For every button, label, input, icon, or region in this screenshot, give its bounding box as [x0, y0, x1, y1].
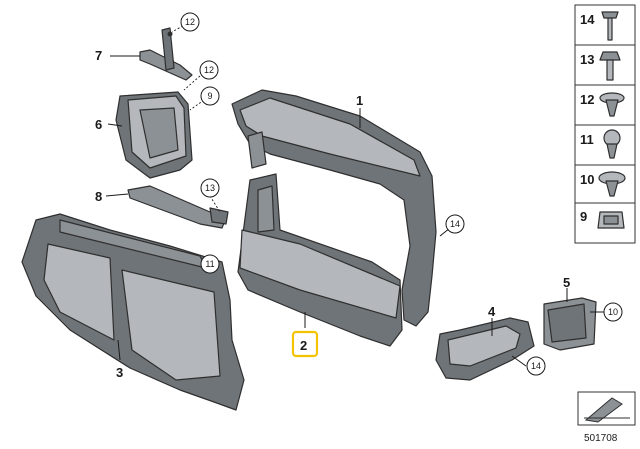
- svg-text:12: 12: [185, 17, 195, 27]
- callout-1: 1: [356, 93, 363, 108]
- circled-callout-11: 11: [200, 254, 220, 274]
- svg-text:11: 11: [580, 132, 594, 147]
- callout-2-highlight: [291, 330, 319, 358]
- svg-text:12: 12: [580, 92, 594, 107]
- bolt-icon: [601, 11, 619, 41]
- legend-row-11: 11: [580, 129, 621, 159]
- circled-callout-12-mid: 12: [199, 60, 219, 80]
- legend-row-14: 14: [580, 11, 619, 41]
- callout-8: 8: [95, 189, 102, 204]
- svg-text:12: 12: [204, 65, 214, 75]
- wide-rivet-icon: [598, 171, 626, 197]
- clip-nut-icon: [597, 211, 625, 229]
- svg-text:14: 14: [450, 219, 460, 229]
- svg-text:13: 13: [205, 183, 215, 193]
- reference-number: 501708: [584, 433, 618, 444]
- circled-callout-10: 10: [603, 302, 623, 322]
- expanding-rivet-icon: [599, 92, 625, 117]
- legend-row-13: 13: [580, 51, 621, 81]
- circled-callout-13: 13: [200, 178, 220, 198]
- callout-3: 3: [116, 365, 123, 380]
- legend-row-10: 10: [580, 171, 626, 197]
- circled-callout-14-bottom: 14: [526, 356, 546, 376]
- arrow-icon: [584, 397, 623, 423]
- hex-bolt-icon: [599, 51, 621, 81]
- circled-callout-9: 9: [200, 86, 220, 106]
- svg-text:10: 10: [580, 172, 594, 187]
- part-5-side-duct: [543, 297, 597, 351]
- callout-4: 4: [488, 304, 496, 319]
- svg-text:14: 14: [531, 361, 541, 371]
- fastener-legend: 14 13 12 11: [574, 4, 636, 244]
- svg-text:10: 10: [608, 307, 618, 317]
- part-2-air-guide: [237, 173, 403, 347]
- callout-7: 7: [95, 48, 102, 63]
- legend-row-9: 9: [580, 209, 625, 229]
- circled-callout-12-top: 12: [180, 12, 200, 32]
- part-7-bracket: [139, 27, 193, 81]
- part-6-air-duct: [115, 91, 193, 179]
- reference-symbol: [577, 391, 636, 426]
- svg-text:11: 11: [205, 259, 214, 269]
- round-rivet-icon: [603, 129, 621, 159]
- part-1-radiator-frame: [231, 89, 437, 327]
- part-3-grille-carrier: [21, 213, 245, 411]
- callout-2: 2: [300, 338, 307, 353]
- callout-6: 6: [95, 117, 102, 132]
- svg-text:9: 9: [580, 209, 587, 224]
- callout-5: 5: [563, 275, 570, 290]
- part-4-air-duct: [435, 317, 535, 381]
- circled-callout-14-right: 14: [445, 214, 465, 234]
- svg-text:9: 9: [207, 91, 212, 101]
- legend-row-12: 12: [580, 92, 625, 117]
- part-8-bracket: [127, 185, 229, 229]
- svg-text:14: 14: [580, 12, 595, 27]
- svg-text:13: 13: [580, 52, 594, 67]
